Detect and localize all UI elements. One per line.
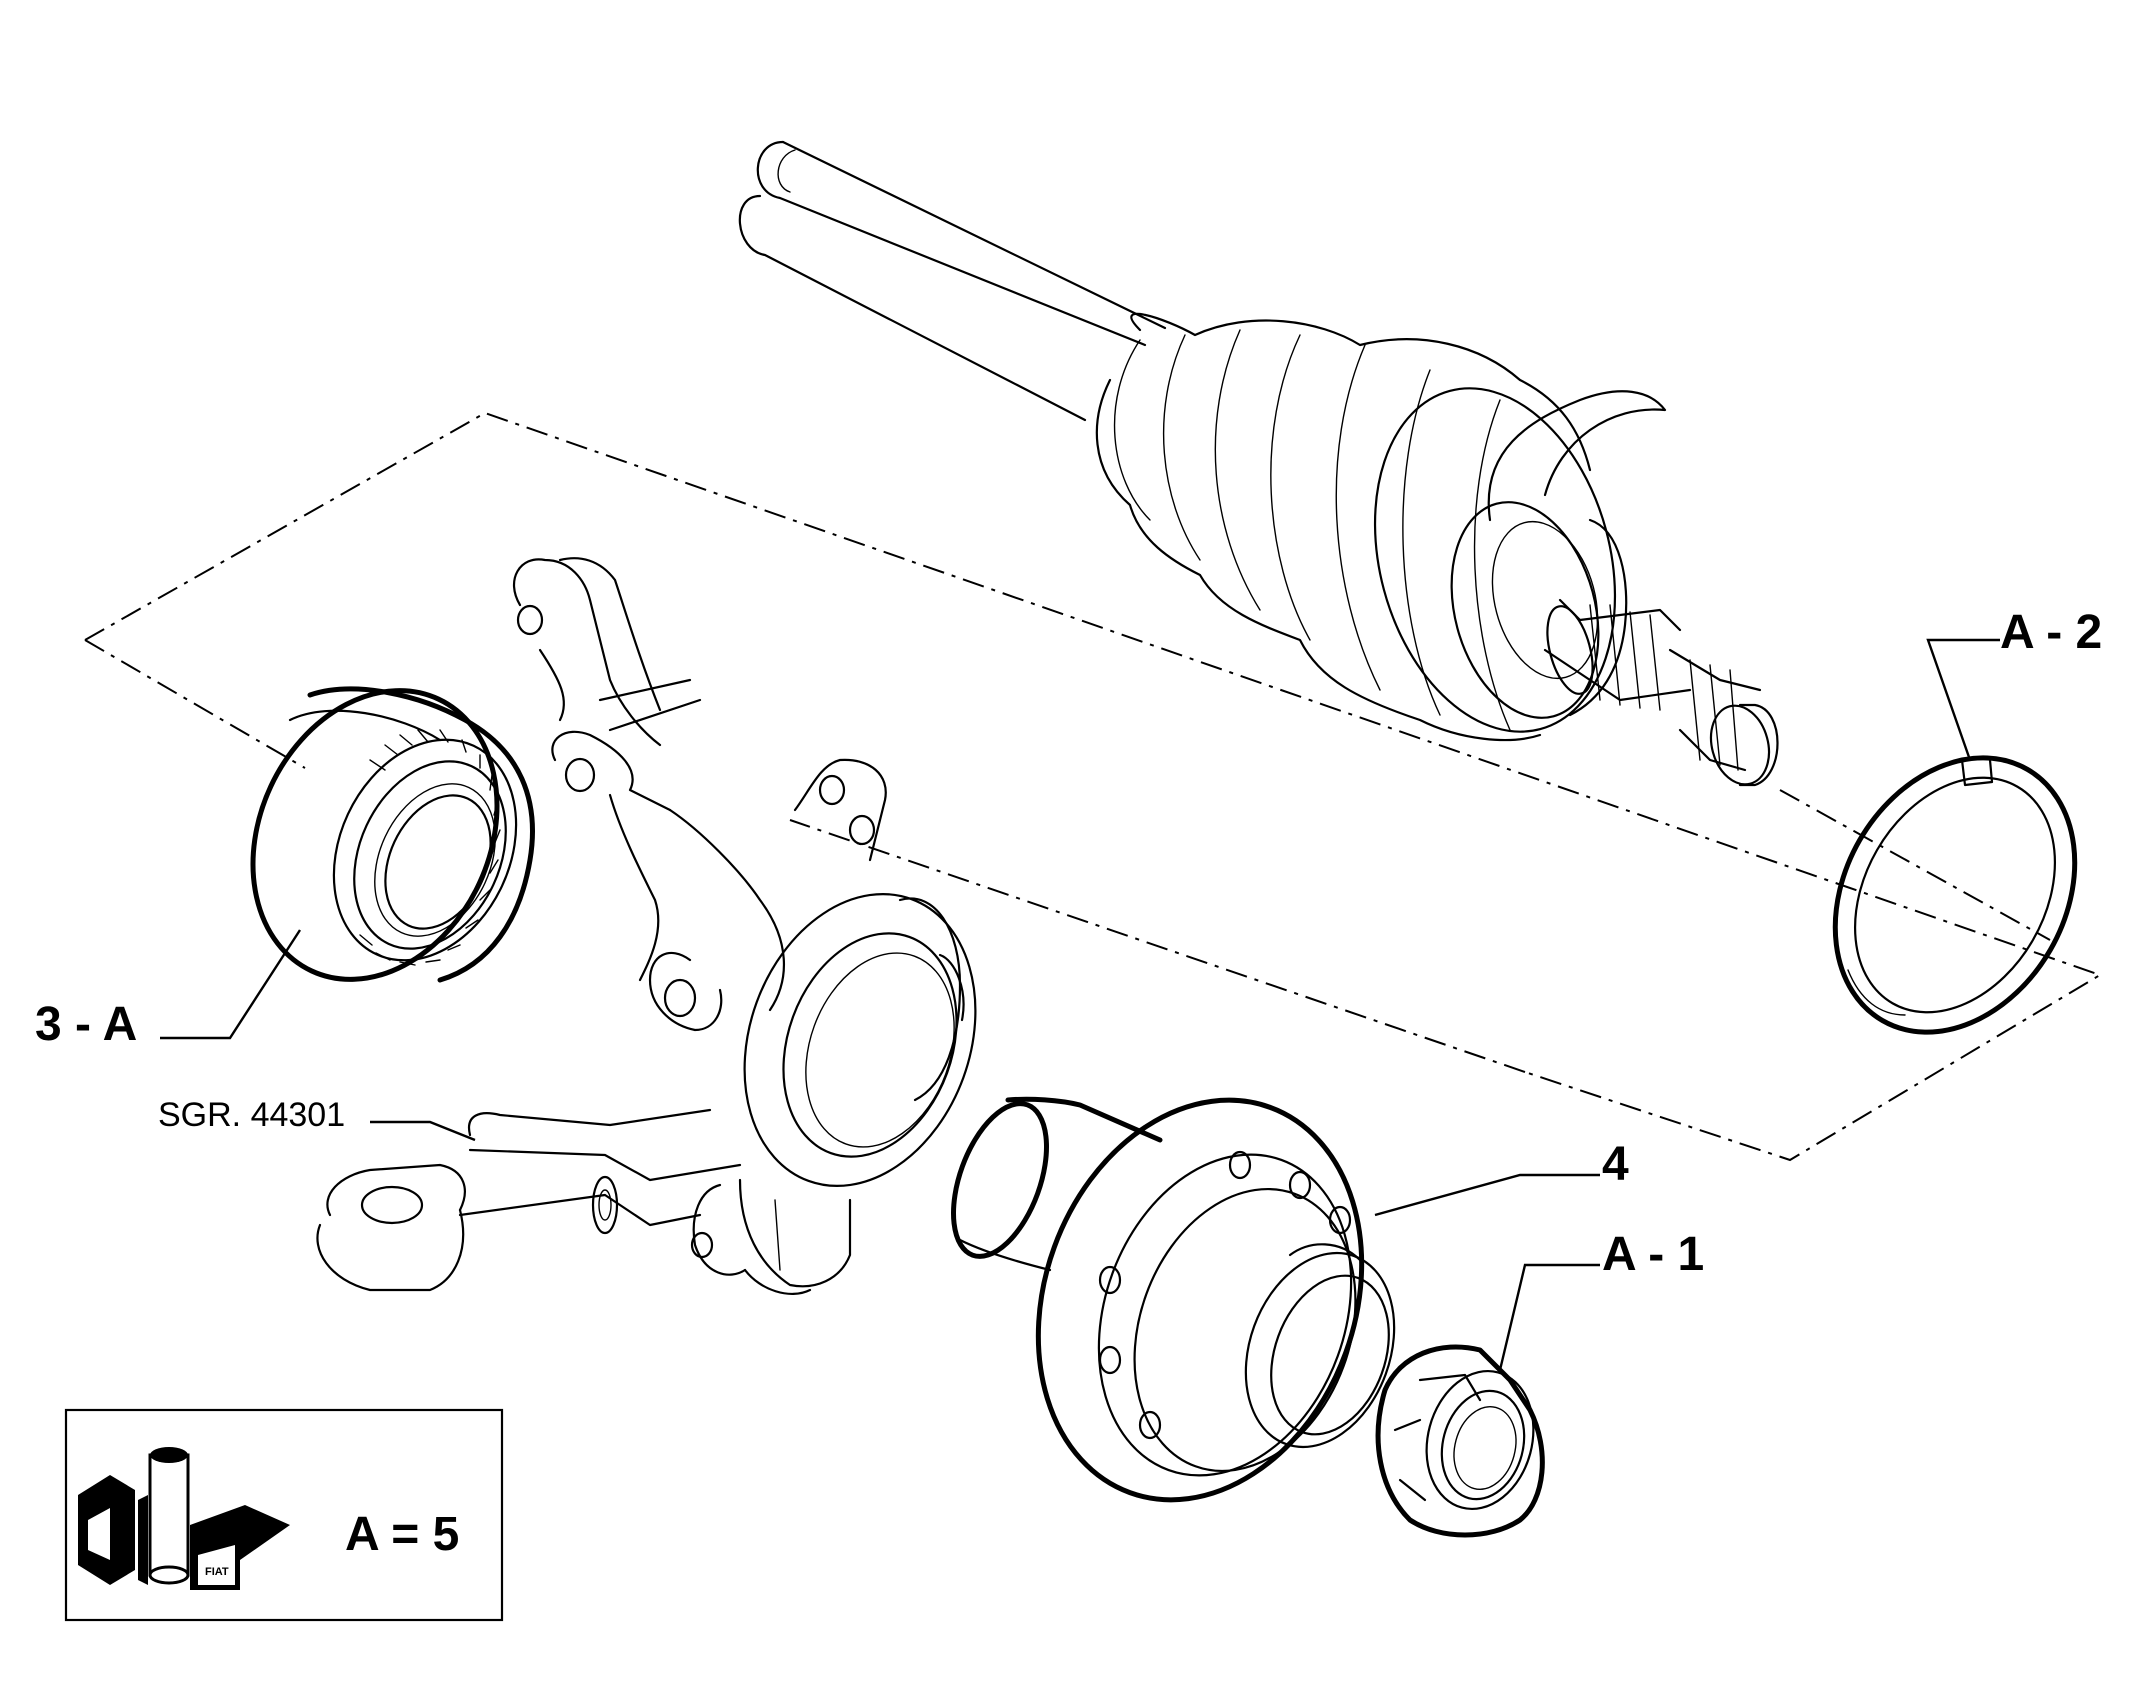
hub-nut	[1375, 1344, 1545, 1538]
drive-shaft	[738, 140, 1779, 787]
label-nut: A - 1	[1602, 1228, 1704, 1281]
cv-boot	[1095, 312, 1617, 742]
splined-stub-axle	[1543, 598, 1779, 787]
steering-knuckle	[316, 557, 977, 1295]
wheel-bearing	[250, 686, 535, 983]
leader-bearing	[160, 929, 302, 1040]
axis-centerline	[1779, 789, 2051, 941]
kit-boundary-dashed	[84, 411, 2103, 1162]
circlip	[1832, 755, 2078, 1035]
label-kit-count: A = 5	[345, 1508, 459, 1561]
kit-legend-box: FIAT A = 5	[64, 1408, 504, 1622]
logo-text: FIAT	[205, 1566, 229, 1578]
leader-circlip	[1926, 638, 2000, 761]
leader-nut	[1498, 1263, 1600, 1371]
label-circlip: A - 2	[2000, 606, 2102, 659]
wheel-hub	[951, 1096, 1396, 1503]
kit-parts-icon: FIAT	[78, 1447, 290, 1590]
leader-hub	[1374, 1173, 1600, 1217]
cv-joint-housing	[1450, 390, 1667, 719]
label-knuckle-ref: SGR. 44301	[158, 1096, 345, 1134]
label-hub: 4	[1602, 1138, 1629, 1191]
label-bearing: 3 - A	[35, 998, 137, 1051]
leader-knuckle-ref	[370, 1120, 476, 1142]
